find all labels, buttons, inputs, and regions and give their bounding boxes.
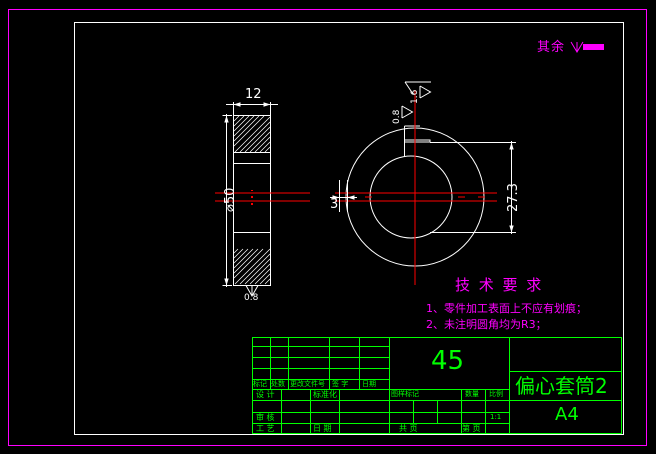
titleblock-label-shenhe: 审 核	[256, 413, 275, 422]
notes-heading: 技 术 要 求	[455, 276, 544, 294]
dimension-diameter-50-label: ⌀50	[223, 187, 238, 212]
section-hatch-top	[233, 115, 271, 153]
surface-finish-value-front-08: 0.8	[392, 109, 402, 124]
titleblock-label-gongyi: 工 艺	[256, 424, 275, 433]
titleblock-label-biaozhunhua: 标准化	[313, 390, 337, 399]
titleblock-header-bili: 比例	[489, 390, 503, 398]
dimension-3	[330, 180, 357, 212]
titleblock-sheet-format: A4	[555, 404, 579, 425]
dimension-3-label: 3	[330, 197, 339, 212]
titleblock-part-name: 偏心套筒2	[515, 374, 608, 398]
titleblock-header-qianzi: 签 字	[332, 380, 349, 388]
titleblock-header-shuliang: 数量	[465, 390, 479, 398]
title-block-grid	[252, 337, 622, 434]
front-view-centerlines	[335, 90, 497, 285]
titleblock-value-scale: 1:1	[490, 413, 502, 421]
titleblock-label-gongye: 共 页	[399, 424, 418, 433]
titleblock-header-chushu: 处数	[271, 380, 285, 388]
page-border	[8, 9, 647, 446]
titleblock-header-biaoji: 标记	[253, 380, 267, 388]
titleblock-header-genggaiwenjianhao: 更改文件号	[290, 380, 325, 388]
titleblock-header-tuyangbiaoji: 图样标记	[391, 390, 419, 398]
titleblock-header-riqi: 日期	[362, 380, 376, 388]
general-surface-finish-symbol	[570, 41, 604, 53]
surface-finish-value-front-16: 1.6	[410, 89, 420, 104]
titleblock-label-riqi: 日 期	[313, 424, 332, 433]
notes-item-1: 1、零件加工表面上不应有划痕；	[426, 302, 587, 315]
titleblock-label-diye: 第 页	[462, 424, 481, 433]
surface-finish-value-section-08: 0.8	[244, 293, 259, 303]
surface-finish-symbol-section	[245, 285, 259, 298]
surface-finish-symbol-bore-08	[401, 105, 414, 119]
notes-item-2: 2、未注明圆角均为R3；	[426, 318, 547, 331]
titleblock-label-sheji: 设 计	[256, 390, 275, 399]
dimension-27-3-label: 27.3	[506, 183, 521, 212]
dimension-27-3	[430, 141, 516, 234]
section-hatch-bottom	[233, 248, 271, 285]
section-view-centerlines	[215, 190, 310, 205]
general-surface-label: 其余	[537, 40, 566, 55]
dimension-12	[226, 102, 278, 116]
dimension-diameter-50	[222, 114, 232, 287]
dimension-12-label: 12	[245, 87, 262, 102]
drawing-frame	[74, 22, 624, 435]
surface-finish-symbol-bore-16	[404, 81, 432, 99]
titleblock-material: 45	[431, 346, 465, 376]
